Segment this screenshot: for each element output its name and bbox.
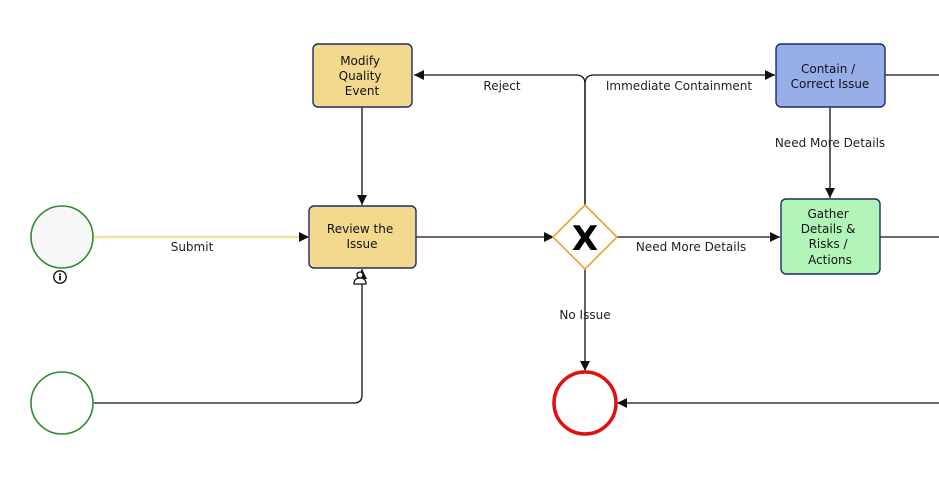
task-review-line-1: Review the	[327, 222, 393, 236]
task-gather-label: Gather Details & Risks / Actions	[801, 207, 860, 267]
flow-label-no-issue: No Issue	[559, 308, 610, 322]
task-contain-line-1: Contain /	[801, 62, 856, 76]
flow-reject[interactable]	[414, 70, 586, 205]
task-modify-line-3: Event	[345, 84, 380, 98]
flow-label-need-more-details-down: Need More Details	[775, 136, 885, 150]
info-icon[interactable]	[53, 270, 67, 284]
flows	[94, 70, 939, 408]
task-modify-line-1: Modify	[340, 54, 380, 68]
flow-label-immediate-containment: Immediate Containment	[606, 79, 753, 93]
task-contain-line-2: Correct Issue	[791, 77, 870, 91]
task-contain-correct-issue[interactable]: Contain / Correct Issue	[775, 43, 886, 108]
task-gather-line-4: Actions	[808, 253, 852, 267]
task-gather-details-risks-actions[interactable]: Gather Details & Risks / Actions	[780, 198, 881, 275]
task-gather-line-3: Risks /	[809, 237, 849, 251]
flow-immediate-containment[interactable]	[584, 70, 775, 205]
task-modify-box	[312, 43, 413, 108]
flow-label-reject: Reject	[483, 79, 520, 93]
exclusive-gateway[interactable]: X	[551, 203, 619, 271]
user-icon[interactable]	[353, 271, 367, 285]
task-gather-box	[780, 198, 881, 275]
end-event[interactable]	[552, 370, 618, 436]
flow-submit-arrowhead	[299, 232, 309, 242]
task-modify-line-2: Quality	[339, 69, 382, 83]
task-contain-box	[775, 43, 886, 108]
task-gather-line-2: Details &	[801, 222, 856, 236]
task-contain-label: Contain / Correct Issue	[791, 62, 870, 91]
start-event-2[interactable]	[30, 371, 94, 435]
task-modify-label: Modify Quality Event	[339, 54, 386, 98]
task-modify-quality-event[interactable]: Modify Quality Event	[312, 43, 413, 108]
gateway-x-mark: X	[572, 219, 598, 259]
flow-labels: Submit Reject Immediate Containment Need…	[171, 79, 885, 322]
start-event-submit[interactable]	[30, 205, 94, 269]
task-review-line-2: Issue	[346, 237, 377, 251]
flow-label-submit: Submit	[171, 240, 214, 254]
flow-start2-to-review[interactable]	[94, 269, 367, 404]
flow-label-need-more-details-right: Need More Details	[636, 240, 746, 254]
task-review-box	[308, 205, 417, 269]
task-review-the-issue[interactable]: Review the Issue	[308, 205, 417, 269]
task-review-label: Review the Issue	[327, 222, 397, 251]
task-gather-line-1: Gather	[807, 207, 848, 221]
gateway-diamond	[551, 203, 619, 271]
